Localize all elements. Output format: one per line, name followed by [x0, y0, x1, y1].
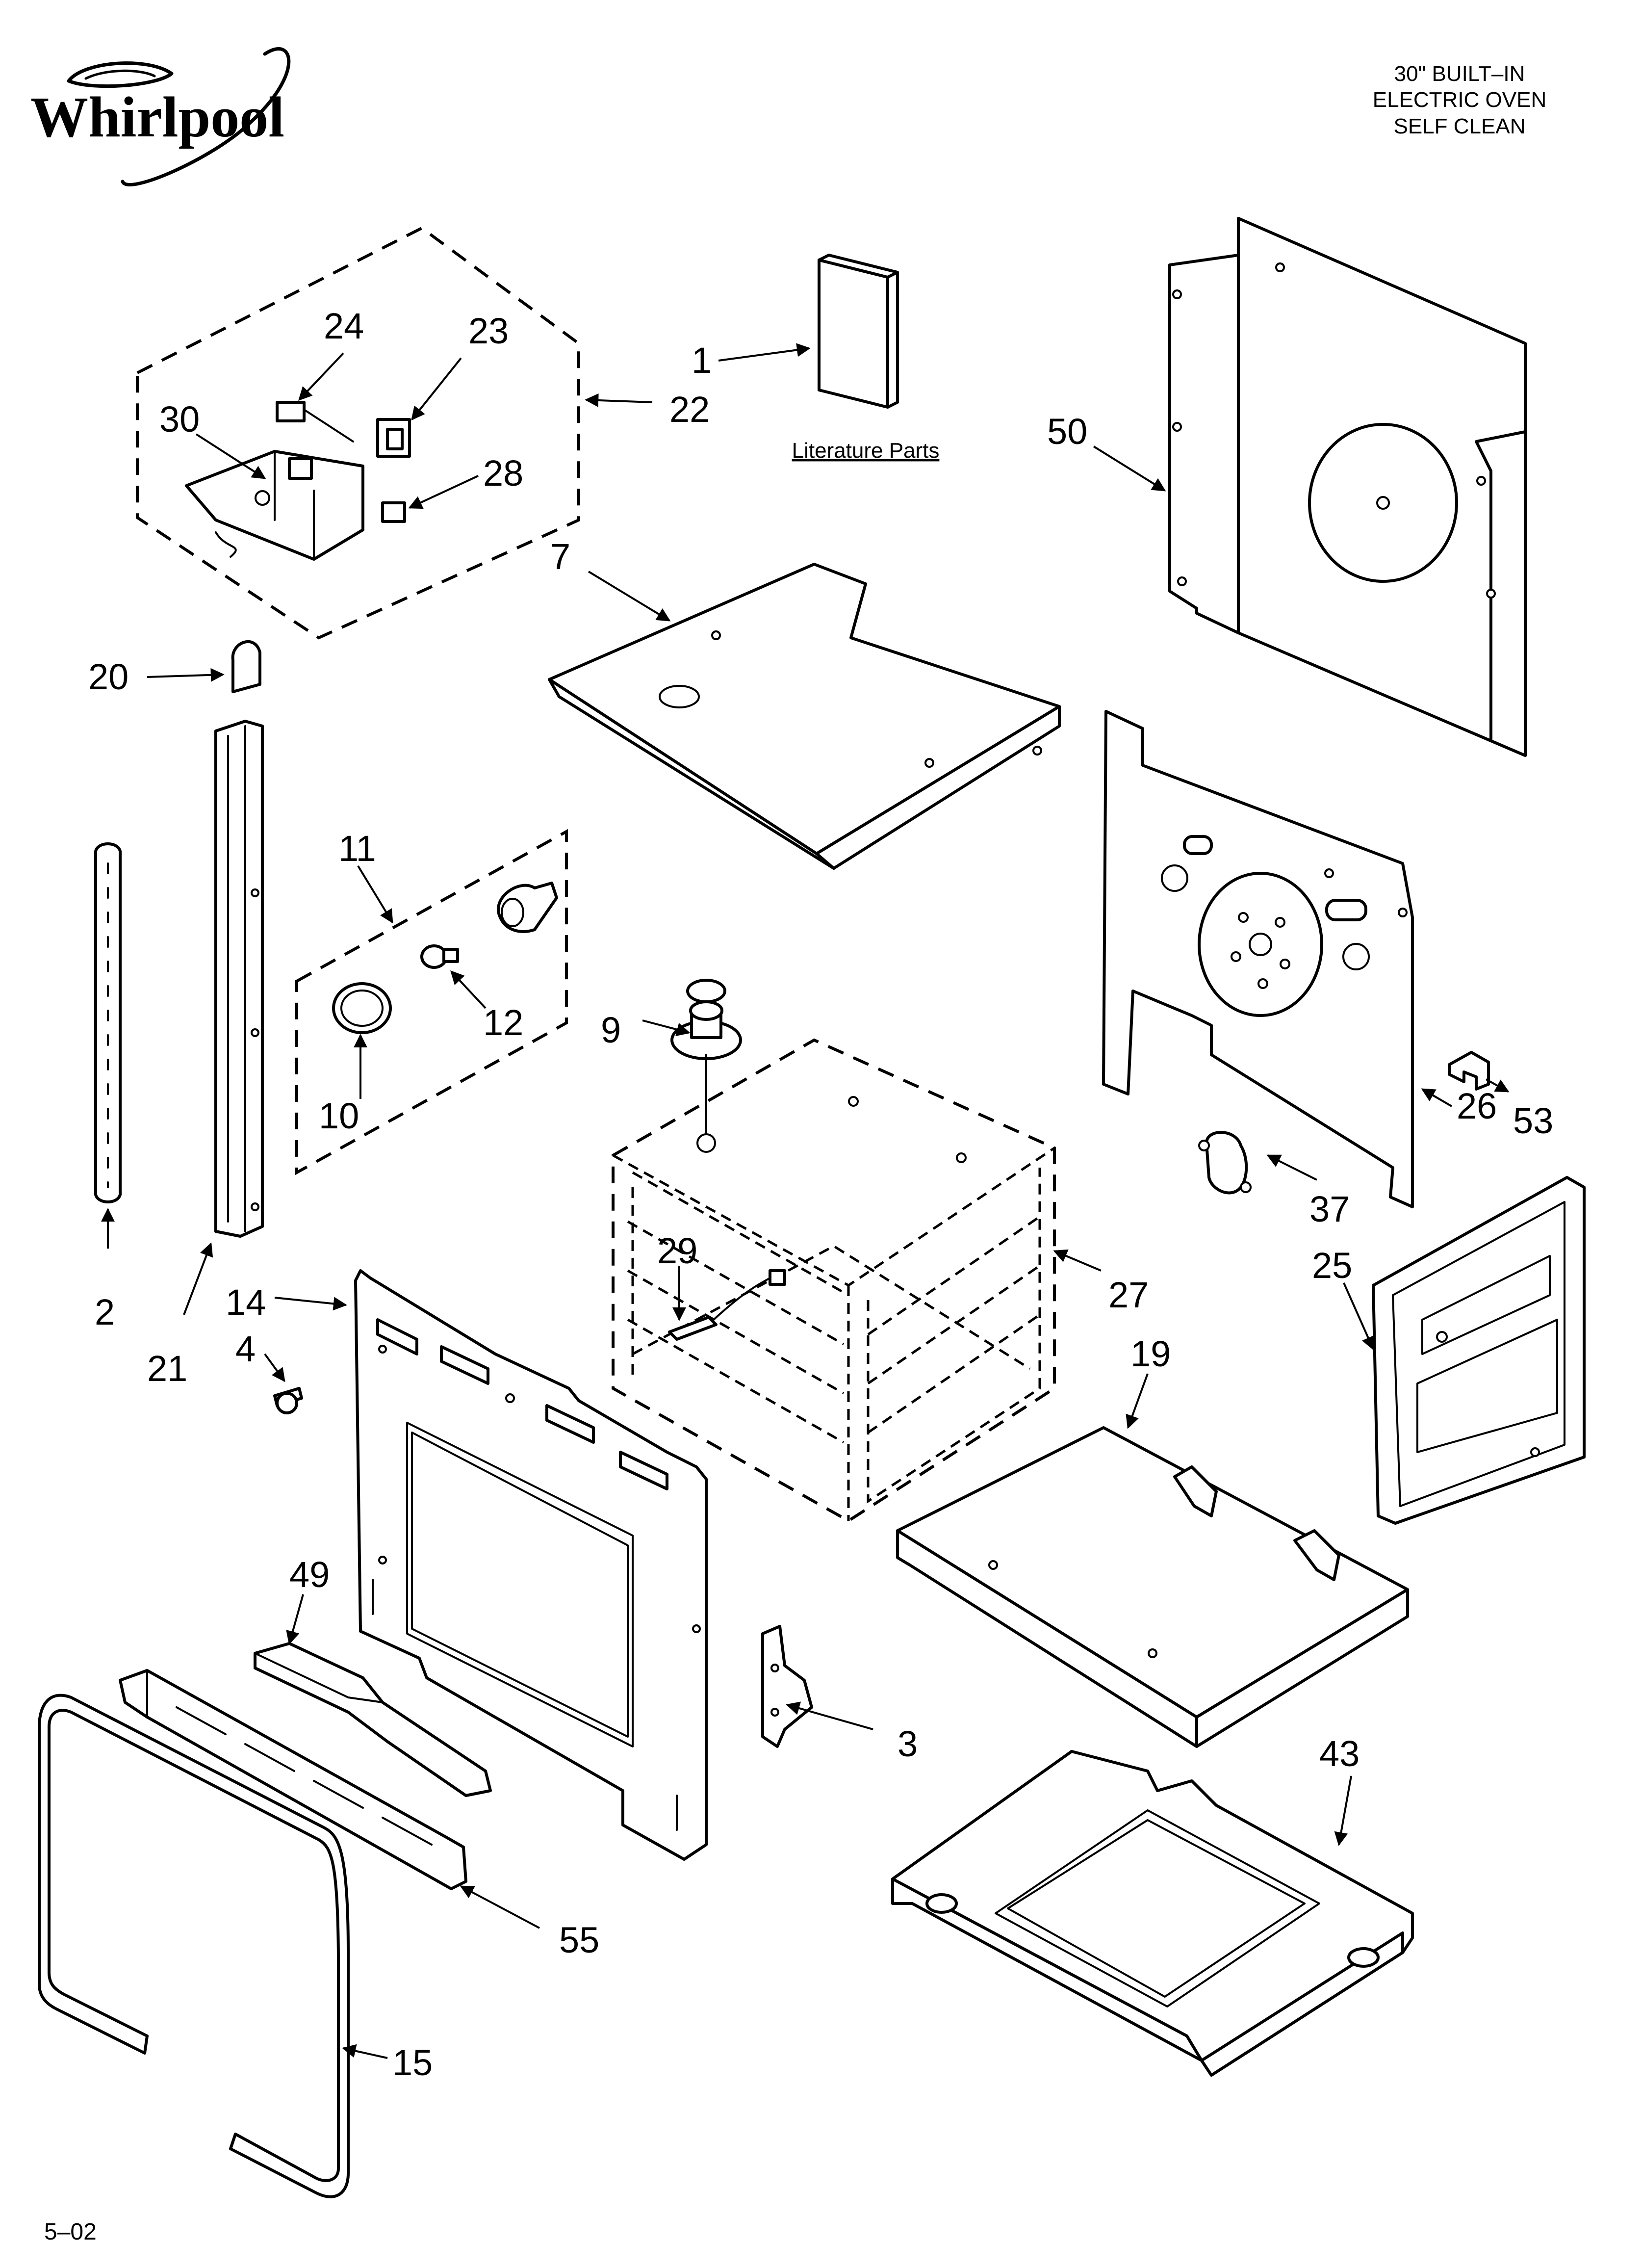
bracket-53 [1448, 1051, 1490, 1091]
revision-code: 5–02 [44, 2219, 97, 2245]
callout-14: 14 [226, 1282, 266, 1323]
model-description: 30" BUILT–IN ELECTRIC OVEN SELF CLEAN [1373, 62, 1547, 138]
callout-23: 23 [468, 311, 509, 351]
switch-24 [276, 401, 306, 422]
bottom-pan-43 [891, 1750, 1414, 2077]
bracket-3 [761, 1625, 813, 1748]
callout-9: 9 [601, 1010, 621, 1050]
switch-30 [288, 457, 313, 480]
rear-panel-50 [1168, 217, 1527, 757]
callout-49: 49 [289, 1554, 330, 1595]
logo-swirl-icon [67, 61, 174, 88]
rear-panel-26 [1102, 710, 1414, 1208]
side-panel-25 [1372, 1176, 1586, 1525]
callout-7: 7 [550, 536, 570, 577]
light-socket [497, 882, 558, 933]
callout-20: 20 [88, 656, 128, 697]
callout-4: 4 [235, 1329, 256, 1369]
callout-37: 37 [1309, 1189, 1350, 1229]
brand-name: Whirlpool [30, 85, 284, 149]
front-frame-14 [354, 1269, 708, 1861]
callout-2: 2 [95, 1292, 115, 1332]
top-panel-7 [548, 563, 1061, 870]
callout-11: 11 [338, 828, 376, 869]
callout-43: 43 [1319, 1733, 1360, 1774]
leader-lines [101, 343, 1510, 2059]
whirlpool-logo: Whirlpool [30, 47, 291, 186]
callout-10: 10 [319, 1095, 359, 1136]
callout-22: 22 [669, 389, 710, 430]
callout-12: 12 [483, 1002, 523, 1043]
sensor-probe-29 [668, 1269, 786, 1341]
callout-21: 21 [147, 1348, 187, 1389]
trim-rod-2 [94, 842, 122, 1203]
callout-19: 19 [1130, 1333, 1171, 1374]
side-trim-21 [214, 720, 264, 1238]
callout-15: 15 [392, 2042, 433, 2083]
header-line-1: 30" BUILT–IN [1394, 62, 1525, 86]
control-bracket-assembly-group [136, 226, 580, 640]
sensor-9 [670, 979, 742, 1134]
callout-50: 50 [1047, 411, 1087, 452]
light-assembly-11 [295, 829, 568, 1175]
callout-25: 25 [1312, 1245, 1352, 1286]
bottom-cover-19 [896, 1426, 1409, 1748]
callout-1: 1 [692, 340, 712, 381]
thermal-fuse-37 [1198, 1131, 1252, 1195]
literature-book [818, 259, 889, 409]
callout-28: 28 [483, 453, 523, 494]
bracket-49 [254, 1642, 492, 1797]
callout-26: 26 [1457, 1086, 1497, 1126]
literature-parts: Literature Parts [792, 254, 940, 463]
callout-27: 27 [1108, 1275, 1149, 1315]
callout-3: 3 [898, 1723, 918, 1764]
header-line-2: ELECTRIC OVEN [1373, 88, 1547, 112]
callout-55: 55 [559, 1920, 599, 1960]
callout-24: 24 [324, 306, 364, 346]
oven-cavity-27 [612, 1038, 1056, 1523]
cap-20 [231, 640, 261, 693]
door-gasket-15 [38, 1694, 350, 2198]
vent-trim-55 [119, 1669, 467, 1890]
callout-labels: 1 50 22 24 23 30 28 7 20 11 12 10 9 2 21… [88, 306, 1553, 2083]
callout-53: 53 [1513, 1100, 1553, 1141]
callout-30: 30 [159, 399, 200, 440]
header-line-3: SELF CLEAN [1394, 114, 1526, 138]
switch-28 [381, 501, 406, 523]
callout-29: 29 [657, 1230, 697, 1271]
screw-4 [273, 1387, 303, 1414]
literature-label: Literature Parts [792, 439, 940, 463]
